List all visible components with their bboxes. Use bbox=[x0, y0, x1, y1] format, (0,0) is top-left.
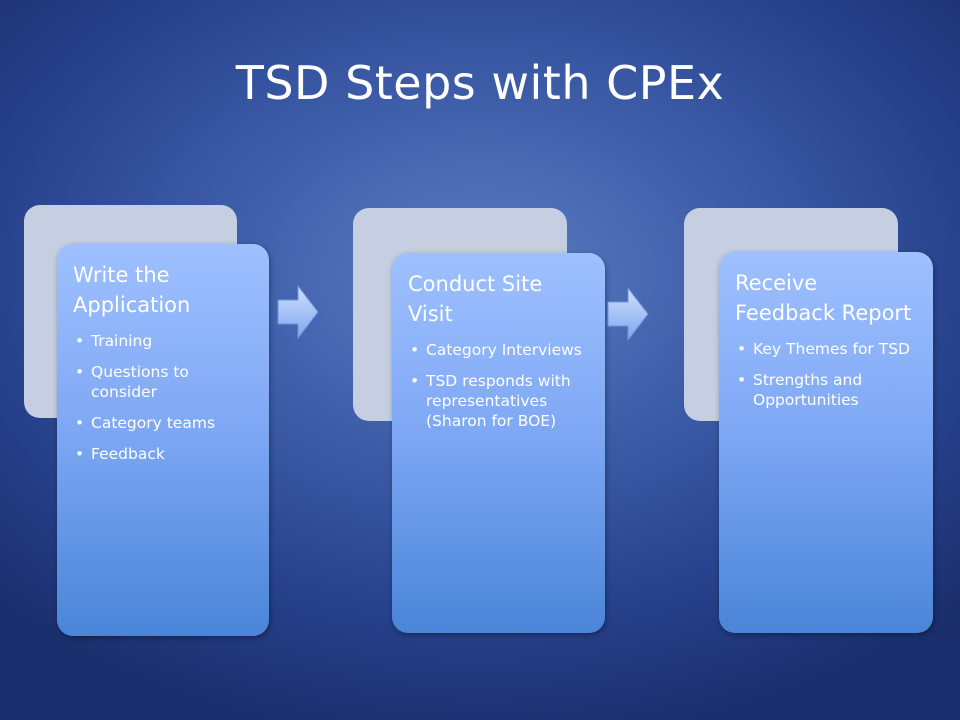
bullet-dot-icon: • bbox=[75, 363, 85, 382]
bullet-item: • Key Themes for TSD bbox=[735, 339, 919, 359]
step-1-bullets: • Training • Questions to consider • Catego… bbox=[73, 331, 255, 465]
bullet-text: Questions to consider bbox=[91, 363, 189, 402]
step-2-title: Conduct Site Visit bbox=[408, 272, 543, 327]
step-3-title: Receive Feedback Report bbox=[735, 271, 912, 326]
bullet-text: TSD responds with representatives (Sharo… bbox=[426, 372, 571, 431]
step-2-bullets: • Category Interviews • TSD responds with … bbox=[408, 340, 591, 432]
step-2-card: Conduct Site Visit • Category Interviews … bbox=[392, 253, 605, 633]
bullet-dot-icon: • bbox=[737, 339, 747, 358]
bullet-dot-icon: • bbox=[410, 340, 420, 359]
slide-title: TSD Steps with CPEx bbox=[235, 56, 725, 110]
bullet-item: • Category Interviews bbox=[408, 340, 591, 360]
bullet-dot-icon: • bbox=[410, 372, 420, 391]
bullet-dot-icon: • bbox=[75, 414, 85, 433]
right-arrow-icon bbox=[607, 286, 649, 342]
bullet-text: Category Interviews bbox=[426, 340, 582, 359]
right-arrow-icon bbox=[277, 284, 319, 340]
bullet-dot-icon: • bbox=[75, 445, 85, 464]
step-3-bullets: • Key Themes for TSD • Strengths and Oppor… bbox=[735, 339, 919, 410]
bullet-text: Category teams bbox=[91, 414, 216, 433]
bullet-dot-icon: • bbox=[75, 331, 85, 350]
bullet-item: • Questions to consider bbox=[73, 362, 255, 402]
bullet-text: Key Themes for TSD bbox=[753, 339, 910, 358]
bullet-text: Training bbox=[91, 331, 153, 350]
bullet-item: • Training bbox=[73, 331, 255, 351]
step-1-card: Write the Application • Training • Questio… bbox=[57, 244, 269, 636]
step-1-title: Write the Application bbox=[73, 263, 191, 318]
bullet-item: • Strengths and Opportunities bbox=[735, 370, 919, 410]
bullet-dot-icon: • bbox=[737, 371, 747, 390]
step-3-card: Receive Feedback Report • Key Themes for … bbox=[719, 252, 933, 633]
bullet-text: Strengths and Opportunities bbox=[753, 371, 863, 410]
bullet-item: • Feedback bbox=[73, 444, 255, 464]
bullet-item: • TSD responds with representatives (Shar… bbox=[408, 371, 591, 431]
bullet-item: • Category teams bbox=[73, 413, 255, 433]
bullet-text: Feedback bbox=[91, 445, 165, 464]
